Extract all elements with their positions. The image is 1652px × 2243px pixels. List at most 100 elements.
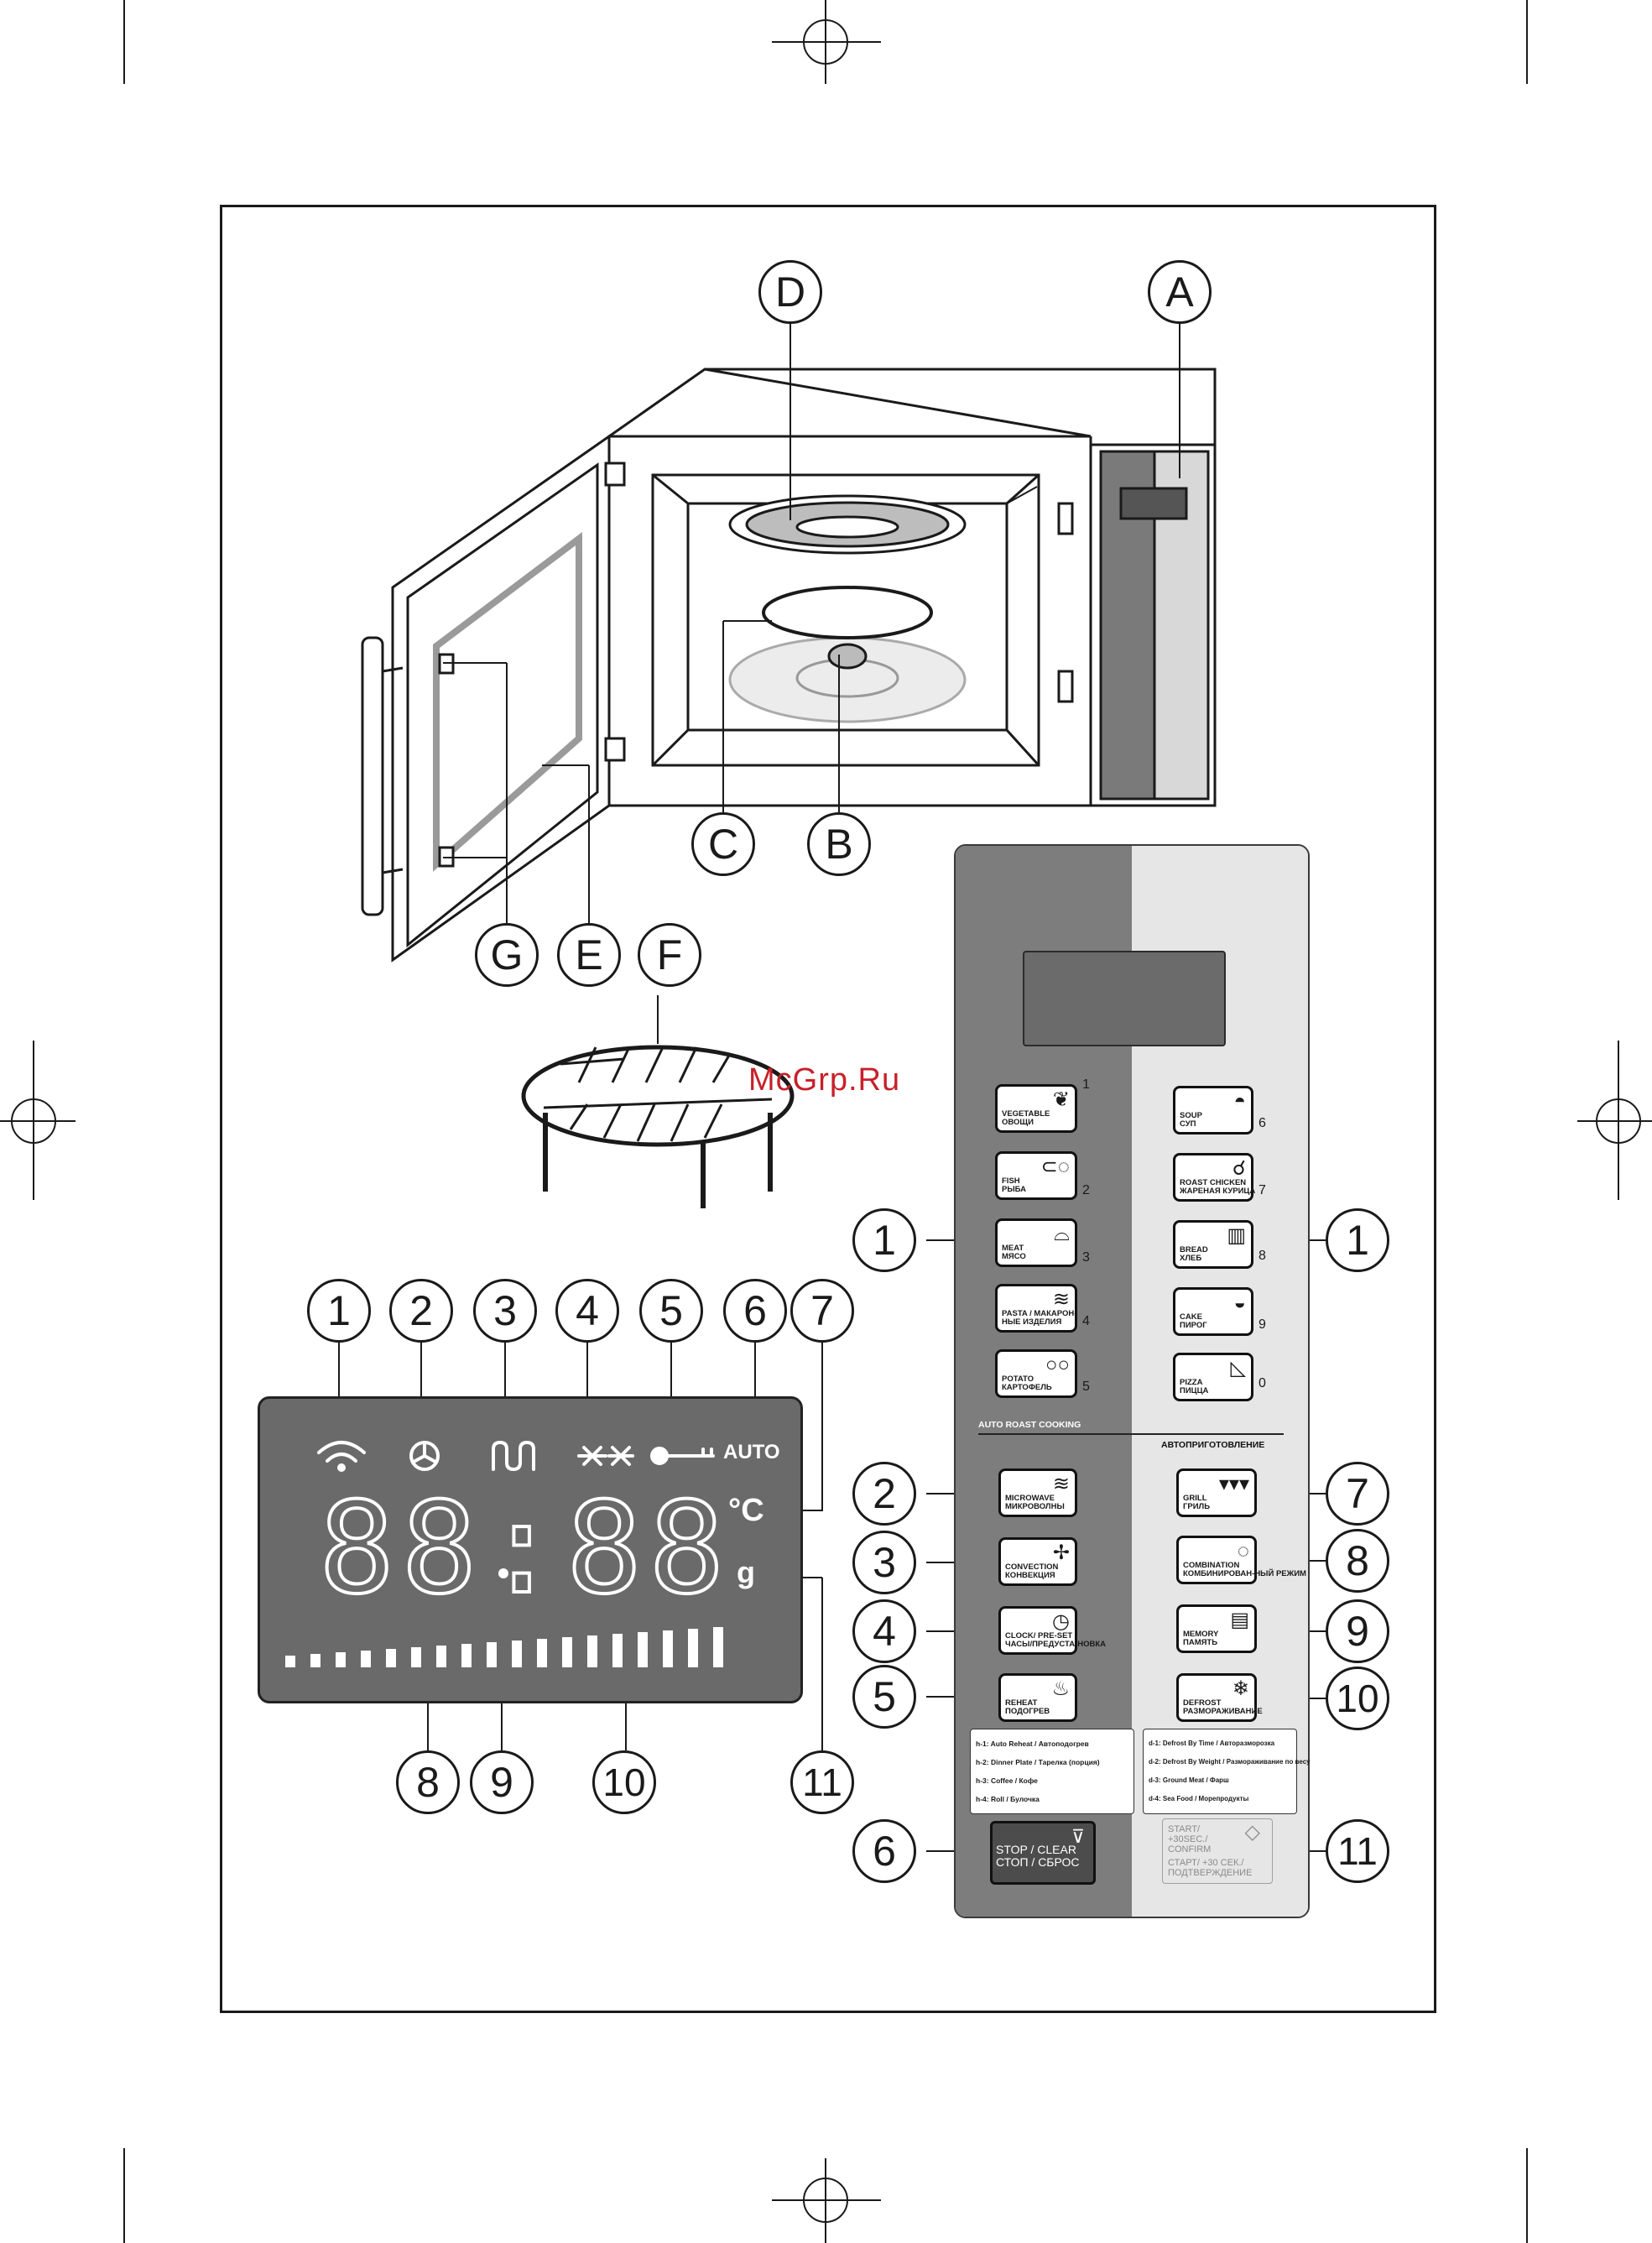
fish-icon: ⊂◌ [1040,1155,1070,1178]
defrost-snowflake-icon [577,1446,634,1466]
lcd-icons [285,1440,723,1667]
level-segment [436,1646,446,1667]
bread-number: 8 [1259,1249,1266,1263]
list-item: d-4: Sea Food / Морепродукты [1149,1795,1249,1802]
auto-divider [978,1433,1284,1435]
callout-f: F [638,923,701,987]
page-frame [220,205,1436,2013]
lcd-callout-8: 8 [396,1750,460,1814]
level-segment [713,1627,723,1667]
level-segment [663,1630,673,1667]
combination-icon: ◌ [1237,1540,1249,1562]
level-segment [487,1642,497,1667]
lcd-callout-11: 11 [790,1750,854,1814]
wire-rack-drawing [521,995,795,1208]
panel-callout-left-6: 6 [852,1819,916,1883]
auto-roast-cooking-label: AUTO ROAST COOKING [978,1420,1081,1430]
defrost-program-list: d-1: Defrost By Time / Авторазморозка d-… [1143,1729,1311,1814]
pizza-number: 0 [1259,1376,1266,1390]
level-segment [361,1651,371,1667]
level-segment [537,1639,547,1667]
list-item: d-3: Ground Meat / Фарш [1149,1776,1229,1784]
panel-callout-left-2: 2 [852,1462,916,1526]
bread-icon: ▥ [1227,1224,1246,1247]
start-diamond-icon: ◇ [1244,1821,1260,1844]
lcd-callout-6: 6 [723,1279,787,1343]
lcd-callout-2: 2 [389,1279,453,1343]
panel-display-window [1023,951,1226,1046]
list-item: h-2: Dinner Plate / Тарелка (порция) [976,1758,1100,1766]
vegetable-number: 1 [1082,1077,1090,1092]
panel-callout-right-10: 10 [1326,1667,1389,1730]
stop-label-en: STOP / CLEAR [996,1843,1076,1856]
soup-number: 6 [1259,1116,1266,1130]
level-segment [562,1637,572,1667]
fan-icon: ✢ [1052,1541,1070,1564]
pasta-button[interactable]: ≋PASTA / МАКАРОН-НЫЕ ИЗДЕЛИЯ [995,1284,1077,1333]
pizza-icon: ◺ [1230,1357,1246,1380]
lcd-callout-1: 1 [307,1279,371,1343]
roast-chicken-number: 7 [1259,1183,1266,1197]
list-item: d-2: Defrost By Weight / Размораживание … [1149,1758,1311,1766]
memory-icon: ▤ [1230,1609,1249,1631]
fan-icon [409,1441,440,1471]
fish-number: 2 [1082,1183,1090,1197]
callout-e: E [557,923,621,987]
soup-icon: ◓ [1233,1090,1247,1113]
panel-callout-right-9: 9 [1326,1599,1389,1663]
microwave-oven-drawing [361,368,1217,962]
level-segment [638,1632,648,1667]
list-item: h-4: Roll / Булочка [976,1795,1040,1803]
steam-icon: ♨ [1051,1677,1070,1700]
panel-callout-right-8: 8 [1326,1529,1389,1593]
callout-c: C [691,812,755,876]
level-segment [336,1652,346,1667]
stop-clear-button[interactable]: ⊽ STOP / CLEAR СТОП / СБРОС [990,1821,1096,1885]
panel-callout-right-1: 1 [1326,1208,1389,1272]
level-segment [310,1654,320,1667]
level-segment [285,1656,295,1667]
lcd-callout-7: 7 [790,1279,854,1343]
panel-callout-right-11: 11 [1326,1819,1389,1883]
start-confirm-button[interactable]: ◇ START/ +30SEC./ CONFIRM СТАРТ/ +30 СЕК… [1162,1818,1273,1884]
clock-icon: ◷ [1052,1610,1070,1633]
lcd-callout-10: 10 [592,1750,656,1814]
cake-icon: ◒ [1233,1291,1247,1314]
pasta-number: 4 [1082,1314,1090,1328]
level-segment [587,1635,597,1667]
level-segment [386,1649,396,1667]
heater-coil-icon [492,1440,535,1472]
microwave-waves-icon: ≋ [1052,1473,1070,1495]
start-label-en: START/ +30SEC./ CONFIRM [1168,1824,1212,1854]
lcd-digits: 88:88 [317,1476,732,1622]
level-segment [688,1629,698,1667]
callout-d: D [758,260,822,324]
callout-a: A [1148,260,1212,324]
callout-g: G [475,923,539,987]
microwave-waves-icon [317,1441,366,1472]
panel-callout-right-7: 7 [1326,1462,1389,1526]
level-segment [612,1634,623,1667]
vegetable-icon: ❦ [1052,1088,1070,1111]
power-level-bar [285,1627,723,1667]
level-segment [512,1641,522,1667]
